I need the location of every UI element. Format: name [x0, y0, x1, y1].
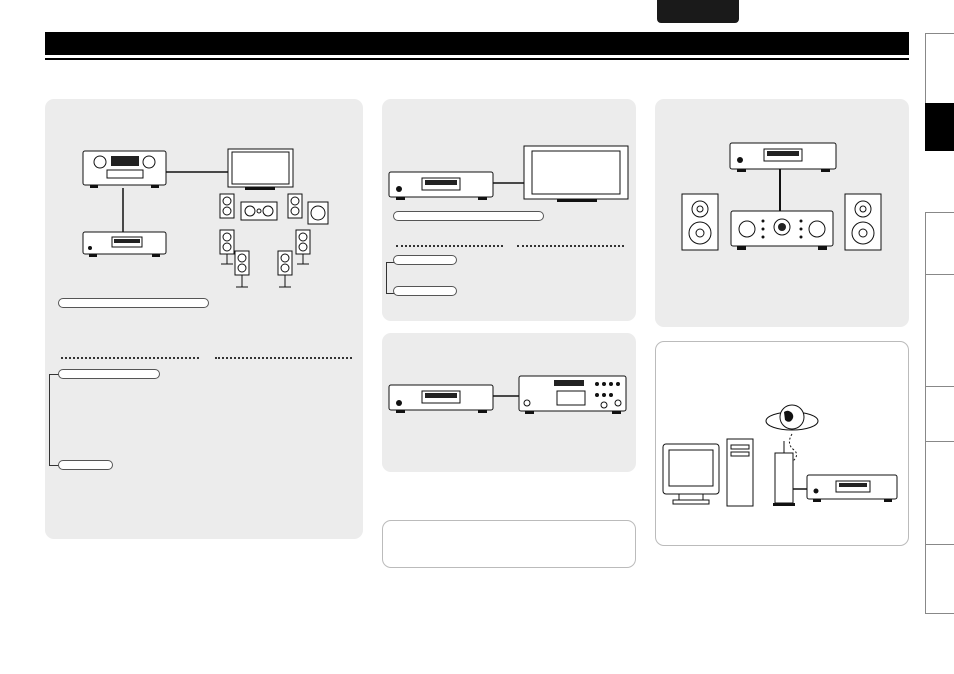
reference-label-pill — [58, 298, 209, 308]
side-tab-6[interactable] — [925, 441, 954, 544]
option-label-pill — [58, 369, 160, 379]
title-rule — [45, 58, 909, 60]
side-tab-5[interactable] — [925, 386, 954, 441]
tape-deck-icon — [518, 375, 627, 414]
av-system-diagram — [82, 148, 329, 288]
option-label-pill — [393, 286, 457, 296]
television-icon — [227, 148, 294, 190]
option-label-pill — [58, 460, 113, 470]
side-tab-4[interactable] — [925, 274, 954, 386]
dotted-heading-left — [61, 357, 199, 359]
note-box — [382, 520, 636, 568]
subwoofer-icon — [307, 201, 329, 225]
av-receiver-icon — [82, 150, 167, 188]
side-tab-7[interactable] — [925, 544, 954, 614]
cd-player-icon — [729, 142, 837, 172]
option-label-pill — [393, 255, 457, 265]
tv-connection-panel — [382, 99, 636, 321]
network-connection-diagram — [662, 404, 898, 507]
recorder-connection-diagram — [388, 375, 627, 414]
cd-player-icon — [82, 231, 167, 257]
page-title-bar — [45, 32, 909, 55]
speaker-icon — [219, 193, 303, 221]
side-tab-3[interactable] — [925, 212, 954, 274]
router-icon — [773, 441, 795, 506]
dotted-heading-right — [517, 245, 624, 247]
side-tab-2[interactable] — [925, 103, 954, 151]
reference-label-pill — [393, 211, 544, 221]
cd-player-icon — [388, 384, 494, 413]
option-bracket — [49, 374, 59, 466]
integrated-amplifier-icon — [730, 210, 834, 250]
computer-icon — [662, 438, 754, 507]
television-icon — [523, 145, 629, 202]
cd-player-icon — [806, 474, 898, 502]
dotted-heading-right — [215, 357, 352, 359]
amplifier-connection-diagram — [681, 142, 882, 251]
speaker-icon — [844, 193, 882, 251]
cd-player-icon — [388, 171, 494, 200]
internet-globe-icon — [765, 404, 819, 463]
dotted-heading-left — [396, 245, 503, 247]
language-tab[interactable] — [657, 0, 739, 23]
speaker-icon — [219, 229, 311, 288]
speaker-icon — [681, 193, 719, 251]
option-bracket — [386, 262, 394, 294]
tv-connection-diagram — [388, 145, 629, 202]
side-tab-1[interactable] — [925, 33, 954, 103]
